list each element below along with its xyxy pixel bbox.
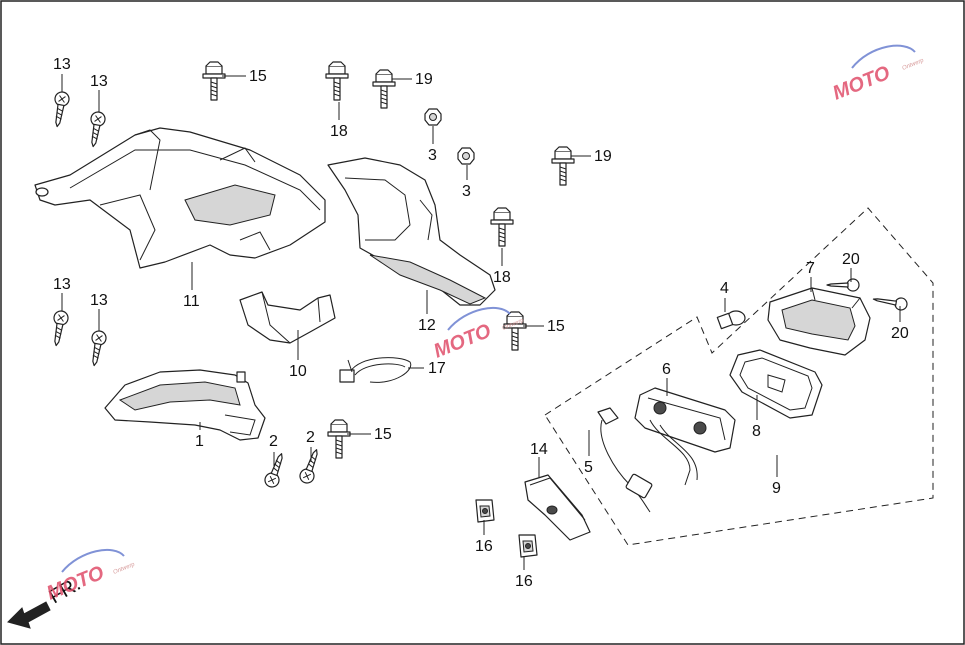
- callout-19: 19: [415, 71, 433, 88]
- fasteners: [48, 61, 908, 558]
- callout-15: 15: [547, 318, 565, 335]
- watermark-subtext: Ontwerp: [902, 58, 926, 72]
- callout-20: 20: [891, 325, 909, 342]
- leader-lines: [61, 74, 901, 570]
- swoosh-icon: [61, 548, 125, 573]
- part-7-tail-lens: [767, 287, 871, 356]
- callout-13: 13: [53, 56, 71, 73]
- callout-12: 12: [418, 317, 436, 334]
- callout-9: 9: [772, 480, 781, 497]
- part-8-gasket: [729, 349, 823, 419]
- watermark-text: MOTO: [431, 320, 495, 363]
- callout-7: 7: [806, 260, 815, 277]
- part-4-bulb: [716, 310, 746, 330]
- watermark-subtext: Ontwerp: [113, 562, 137, 576]
- part-10-small-bracket: [239, 291, 336, 344]
- swoosh-icon: [447, 306, 511, 331]
- callout-3: 3: [462, 183, 471, 200]
- callout-18: 18: [493, 269, 511, 286]
- callout-16: 16: [515, 573, 533, 590]
- callout-18: 18: [330, 123, 348, 140]
- assembly-boundary: [544, 207, 934, 546]
- callout-11: 11: [183, 293, 200, 310]
- part-11-undertray-bracket: [34, 127, 326, 269]
- callout-5: 5: [584, 459, 593, 476]
- callout-16: 16: [475, 538, 493, 555]
- part-12-rear-inner-fender: [327, 157, 496, 306]
- callout-1: 1: [195, 433, 204, 450]
- callout-20: 20: [842, 251, 860, 268]
- callout-14: 14: [530, 441, 548, 458]
- callout-2: 2: [269, 433, 278, 450]
- swoosh-icon: [851, 44, 916, 69]
- part-1-rear-fender: [104, 369, 266, 441]
- callout-3: 3: [428, 147, 437, 164]
- callout-15: 15: [249, 68, 267, 85]
- callout-6: 6: [662, 361, 671, 378]
- callout-13: 13: [90, 292, 108, 309]
- part-17-cable-tie: [339, 357, 412, 383]
- callout-13: 13: [53, 276, 71, 293]
- callout-labels: 13 13 13 13 15 15 15 18 18 19 19 3 3 11 …: [53, 56, 909, 590]
- part-6-license-light-housing: [634, 387, 736, 486]
- callout-2: 2: [306, 429, 315, 446]
- arrow-left-icon: [7, 601, 51, 629]
- callout-15: 15: [374, 426, 392, 443]
- callout-19: 19: [594, 148, 612, 165]
- callout-17: 17: [428, 360, 446, 377]
- callout-10: 10: [289, 363, 307, 380]
- watermark-top-right: MOTO Ontwerp: [830, 44, 926, 105]
- callout-8: 8: [752, 423, 761, 440]
- watermark-text: MOTO: [830, 62, 894, 105]
- part-5-wire-socket: [597, 407, 653, 513]
- watermark-bottom-left: MOTO Ontwerp: [44, 548, 137, 605]
- callout-13: 13: [90, 73, 108, 90]
- watermark-text: MOTO: [44, 562, 108, 605]
- callout-4: 4: [720, 280, 729, 297]
- part-14-plate-bracket: [524, 474, 591, 541]
